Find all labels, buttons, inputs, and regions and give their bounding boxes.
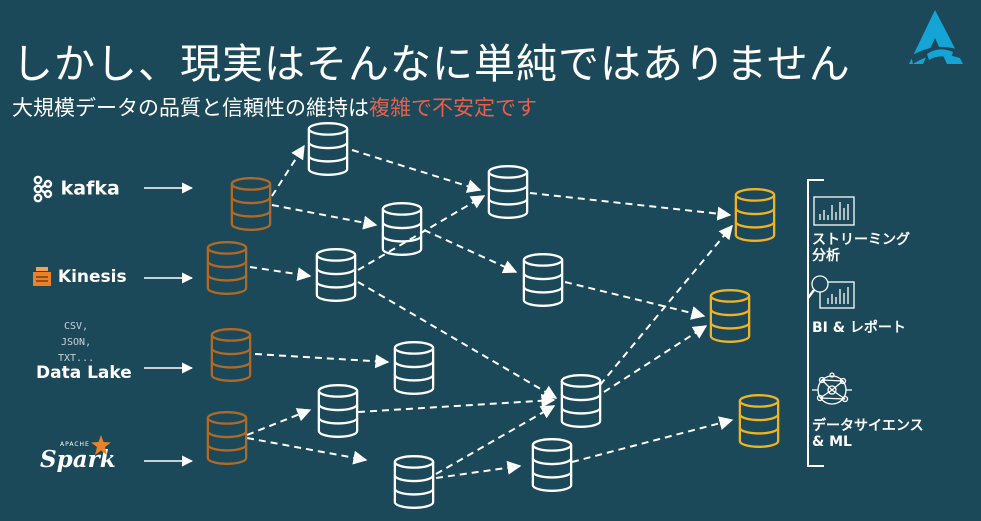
flow-line bbox=[357, 393, 556, 413]
spark-small-label: APACHE bbox=[60, 441, 90, 448]
magnifier-chart-icon bbox=[807, 275, 855, 309]
flow-line bbox=[351, 149, 482, 193]
streaming-line2: 分析 bbox=[812, 248, 840, 264]
silver-database bbox=[315, 248, 357, 302]
datalake-label: Data Lake bbox=[36, 363, 132, 383]
silver-database bbox=[381, 202, 423, 256]
silver-database bbox=[317, 384, 359, 438]
silver-database bbox=[531, 438, 573, 492]
kafka-icon bbox=[33, 175, 53, 203]
flow-line bbox=[603, 325, 708, 393]
bronze-database bbox=[206, 411, 248, 465]
datalake-formats: CSV, JSON, TXT... bbox=[58, 319, 94, 367]
flow-line bbox=[271, 144, 305, 197]
silver-database bbox=[522, 253, 564, 307]
ds-line2: & ML bbox=[812, 434, 852, 450]
flow-line bbox=[249, 266, 312, 282]
output-bi: BI & レポート bbox=[812, 320, 906, 336]
flow-line bbox=[435, 405, 556, 475]
flow-line bbox=[254, 353, 390, 369]
flow-line bbox=[529, 192, 732, 221]
network-icon bbox=[812, 372, 852, 405]
source-kinesis: Kinesis bbox=[32, 266, 127, 288]
flow-line bbox=[246, 408, 312, 436]
flow-line bbox=[246, 437, 368, 465]
flow-line bbox=[564, 281, 706, 320]
output-streaming: ストリーミング 分析 bbox=[812, 232, 910, 264]
format-csv: CSV, bbox=[64, 321, 89, 332]
flow-line bbox=[435, 460, 522, 479]
kinesis-icon bbox=[33, 267, 51, 286]
flow-line bbox=[271, 204, 378, 230]
gold-database bbox=[709, 289, 751, 343]
gold-database bbox=[738, 394, 780, 448]
subtitle-text: 大規模データの品質と信頼性の維持は bbox=[12, 96, 369, 120]
format-json: JSON, bbox=[61, 337, 92, 348]
silver-database bbox=[560, 374, 602, 428]
silver-database bbox=[393, 455, 435, 509]
ds-line1: データサイエンス bbox=[812, 418, 924, 434]
flow-line bbox=[357, 281, 558, 399]
kinesis-label: Kinesis bbox=[57, 267, 127, 287]
flow-line bbox=[423, 229, 518, 274]
flow-line bbox=[571, 416, 734, 463]
gold-database bbox=[734, 188, 776, 242]
output-bracket bbox=[807, 179, 824, 467]
bronze-database bbox=[206, 241, 248, 295]
silver-database bbox=[393, 341, 435, 395]
streaming-line1: ストリーミング bbox=[812, 232, 910, 248]
bronze-database bbox=[230, 177, 272, 231]
brand-logo-icon bbox=[909, 10, 965, 64]
spark-star-icon bbox=[91, 435, 111, 455]
bar-chart-icon bbox=[813, 196, 855, 226]
output-ds: データサイエンス & ML bbox=[812, 418, 924, 450]
silver-database bbox=[487, 165, 529, 219]
format-txt: TXT... bbox=[58, 353, 95, 364]
bronze-database bbox=[210, 328, 252, 382]
flow-line bbox=[599, 224, 733, 386]
slide-subtitle: 大規模データの品質と信頼性の維持は複雑で不安定です bbox=[12, 92, 537, 122]
kafka-label: kafka bbox=[60, 177, 120, 200]
slide-title: しかし、現実はそんなに単純ではありません bbox=[12, 40, 851, 88]
silver-database bbox=[307, 122, 349, 176]
source-kafka: kafka bbox=[32, 175, 120, 203]
subtitle-highlight: 複雑で不安定です bbox=[369, 96, 537, 120]
